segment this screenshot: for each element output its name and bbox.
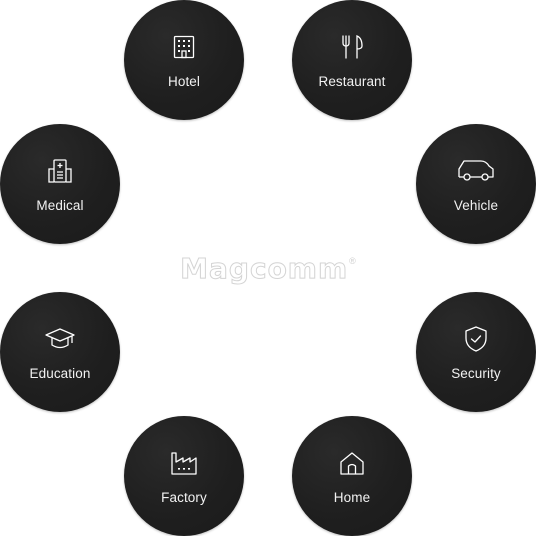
scenario-education-button[interactable]: Education	[0, 292, 120, 412]
fork-knife-icon	[335, 30, 369, 64]
registered-mark: ®	[349, 256, 356, 266]
scenario-label: Medical	[36, 198, 84, 213]
scenario-label: Home	[333, 490, 371, 505]
scenario-label: Education	[29, 366, 91, 381]
scenario-hotel-button[interactable]: Hotel	[124, 0, 244, 120]
scenario-factory-button[interactable]: Factory	[124, 416, 244, 536]
scenario-security-button[interactable]: Security	[416, 292, 536, 412]
factory-icon	[167, 446, 201, 480]
scenario-label: Restaurant	[318, 74, 386, 89]
house-icon	[335, 446, 369, 480]
scenario-home-button[interactable]: Home	[292, 416, 412, 536]
scenario-restaurant-button[interactable]: Restaurant	[292, 0, 412, 120]
scenario-label: Hotel	[167, 74, 200, 89]
shield-check-icon	[459, 322, 493, 356]
scenario-label: Vehicle	[453, 198, 499, 213]
hospital-icon	[43, 154, 77, 188]
scenario-label: Security	[451, 366, 501, 381]
graduation-cap-icon	[43, 322, 77, 356]
magcomm-logo: Magcomm ®	[176, 251, 360, 285]
scenario-medical-button[interactable]: Medical	[0, 124, 120, 244]
scenario-label: Factory	[161, 490, 207, 505]
scenario-vehicle-button[interactable]: Vehicle	[416, 124, 536, 244]
logo-wordmark: Magcomm	[180, 251, 349, 285]
car-icon	[454, 154, 498, 188]
building-icon	[167, 30, 201, 64]
